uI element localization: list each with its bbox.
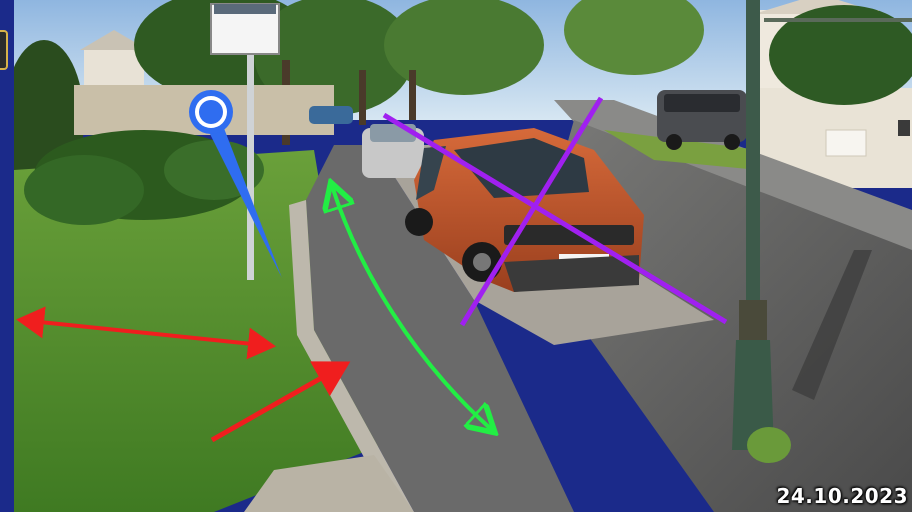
lamp-post [732, 0, 912, 450]
blue-car [309, 106, 353, 124]
weed [747, 427, 791, 463]
street-scene [14, 0, 912, 512]
purple-cross-mark [382, 96, 728, 327]
frame-tab [0, 30, 8, 70]
date-stamp: 24.10.2023 [776, 484, 908, 508]
hedge [24, 130, 264, 225]
silver-car [362, 124, 424, 178]
red-double-arrow [16, 306, 276, 360]
location-pin-icon [189, 90, 282, 278]
bus-stop-sign [210, 3, 280, 280]
green-double-arrow [332, 186, 492, 430]
street-photo: 24.10.2023 [14, 0, 912, 512]
curb [289, 200, 414, 512]
grey-van [657, 90, 747, 150]
